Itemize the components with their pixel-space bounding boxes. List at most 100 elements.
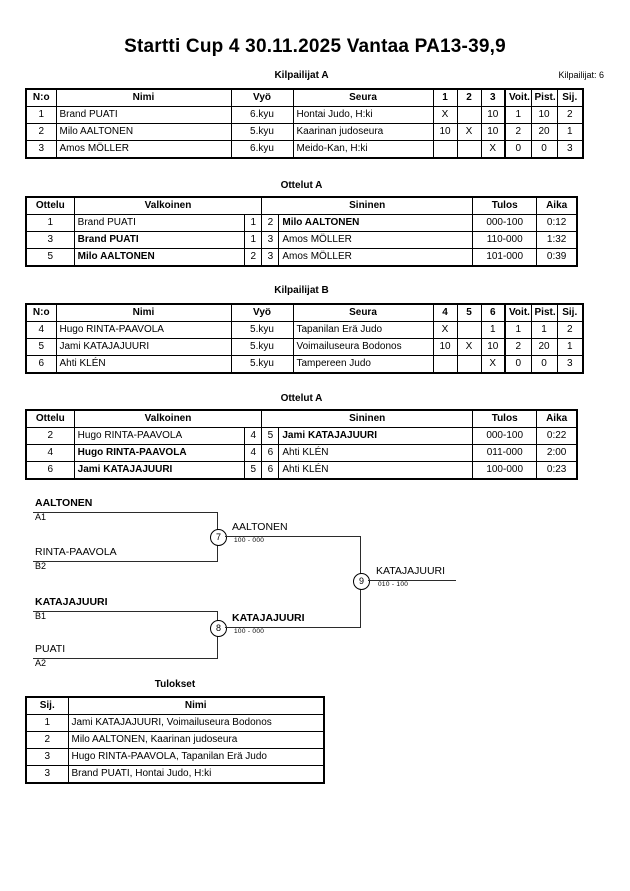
cell-points: 0 — [530, 140, 558, 159]
bracket-semifinal-bottom-winner: KATAJAJUURI — [232, 612, 305, 624]
header-cross-5: 5 — [456, 303, 482, 322]
cell-blue-no: 2 — [261, 214, 280, 232]
cell-points: 0 — [530, 355, 558, 374]
cell-cross-0: X — [432, 321, 458, 339]
header-rank: Sij. — [25, 696, 69, 715]
cell-rank: 2 — [25, 731, 69, 749]
header-white: Valkoinen — [73, 409, 263, 428]
cell-cross-1 — [456, 355, 482, 374]
bracket-entry-line-0 — [33, 512, 218, 513]
cell-cross-2: X — [480, 140, 506, 159]
cell-blue-no: 3 — [261, 248, 280, 267]
competitor-table-a: N:o Nimi Vyö Seura 1 2 3 Voit. Pist. Sij… — [25, 88, 584, 159]
cell-time: 0:23 — [536, 461, 578, 480]
cell-blue-no: 3 — [261, 231, 280, 249]
cell-result: 101-000 — [472, 248, 538, 267]
cell-club: Tampereen Judo — [292, 355, 434, 374]
cell-rank: 3 — [25, 748, 69, 766]
cell-result: 000-100 — [472, 214, 538, 232]
cell-no: 2 — [25, 123, 57, 141]
cell-cross-0 — [432, 140, 458, 159]
cell-white-no: 5 — [244, 461, 263, 480]
bracket-semifinal-bottom-score: 100 - 000 — [234, 628, 265, 635]
header-no: N:o — [25, 303, 57, 322]
cell-blue: Amos MÖLLER — [278, 248, 474, 267]
cell-match: 2 — [25, 427, 75, 445]
cell-cross-1 — [456, 106, 482, 124]
cell-result: 011-000 — [472, 444, 538, 462]
cell-cross-0 — [432, 355, 458, 374]
cell-white-no: 4 — [244, 427, 263, 445]
bracket-entry-name-2: KATAJAJUURI — [35, 596, 108, 608]
cell-club: Meido-Kan, H:ki — [292, 140, 434, 159]
cell-name: Milo AALTONEN, Kaarinan judoseura — [67, 731, 325, 749]
header-name: Nimi — [67, 696, 325, 715]
cell-wins: 1 — [504, 106, 532, 124]
cell-no: 3 — [25, 140, 57, 159]
cell-belt: 6.kyu — [230, 106, 294, 124]
cell-belt: 5.kyu — [230, 355, 294, 374]
cell-club: Hontai Judo, H:ki — [292, 106, 434, 124]
cell-blue-no: 6 — [261, 444, 280, 462]
bracket-semifinal-top-winner: AALTONEN — [232, 521, 288, 533]
cell-club: Tapanilan Erä Judo — [292, 321, 434, 339]
header-match: Ottelu — [25, 196, 75, 215]
cell-wins: 0 — [504, 140, 532, 159]
header-wins: Voit. — [504, 88, 532, 107]
cell-name: Brand PUATI, Hontai Judo, H:ki — [67, 765, 325, 784]
bracket-match-number-8: 8 — [210, 620, 227, 637]
header-no: N:o — [25, 88, 57, 107]
cell-no: 5 — [25, 338, 57, 356]
cell-rank: 1 — [556, 338, 584, 356]
header-name: Nimi — [55, 303, 232, 322]
cell-rank: 2 — [556, 321, 584, 339]
bracket-match-number-9: 9 — [353, 573, 370, 590]
cell-blue-no: 5 — [261, 427, 280, 445]
bracket-entry-seed-2: B1 — [35, 611, 47, 621]
cell-match: 1 — [25, 214, 75, 232]
competitor-table-b: N:o Nimi Vyö Seura 4 5 6 Voit. Pist. Sij… — [25, 303, 584, 374]
cell-result: 110-000 — [472, 231, 538, 249]
cell-match: 5 — [25, 248, 75, 267]
cell-match: 4 — [25, 444, 75, 462]
bracket-entry-line-3 — [33, 658, 218, 659]
cell-cross-2: 10 — [480, 106, 506, 124]
cell-cross-0: 10 — [432, 338, 458, 356]
cell-rank: 1 — [556, 123, 584, 141]
cell-time: 2:00 — [536, 444, 578, 462]
header-belt: Vyö — [230, 88, 294, 107]
cell-white-no: 1 — [244, 214, 263, 232]
bracket-match-number-7: 7 — [210, 529, 227, 546]
cell-wins: 2 — [504, 123, 532, 141]
competitor-count: Kilpailijat: 6 — [558, 70, 604, 80]
header-points: Pist. — [530, 88, 558, 107]
cell-name: Hugo RINTA-PAAVOLA — [55, 321, 232, 339]
cell-cross-1: X — [456, 338, 482, 356]
cell-cross-1 — [456, 140, 482, 159]
header-name: Nimi — [55, 88, 232, 107]
cell-wins: 2 — [504, 338, 532, 356]
cell-white: Brand PUATI — [73, 231, 246, 249]
bracket-final-winner: KATAJAJUURI — [376, 565, 446, 577]
cell-cross-0: 10 — [432, 123, 458, 141]
cell-time: 0:22 — [536, 427, 578, 445]
header-wins: Voit. — [504, 303, 532, 322]
cell-points: 1 — [530, 321, 558, 339]
table-header-row: N:o Nimi Vyö Seura 4 5 6 Voit. Pist. Sij… — [25, 303, 584, 322]
cell-points: 20 — [530, 123, 558, 141]
header-rank: Sij. — [556, 88, 584, 107]
cell-white: Hugo RINTA-PAAVOLA — [73, 427, 246, 445]
